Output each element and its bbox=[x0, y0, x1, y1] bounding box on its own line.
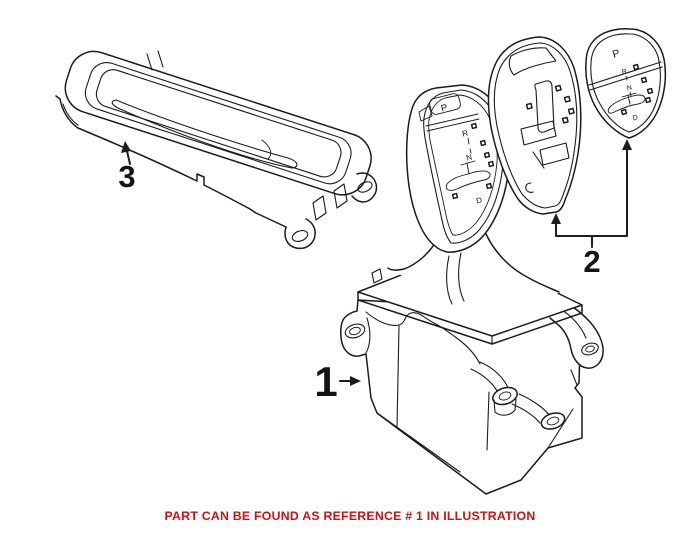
callout-3-number: 3 bbox=[118, 159, 135, 194]
neutral-marking: N bbox=[465, 152, 473, 162]
callout-3: 3 bbox=[118, 141, 136, 194]
drive-marking-cover: D bbox=[632, 114, 639, 122]
reverse-marking-cover: R bbox=[621, 68, 628, 76]
drive-marking: D bbox=[475, 195, 483, 205]
caption-text: PART CAN BE FOUND AS REFERENCE # 1 IN IL… bbox=[164, 509, 536, 523]
part-1-selector-assembly: P R N D bbox=[340, 84, 604, 495]
callout-2: 2 bbox=[551, 139, 632, 279]
neutral-marking-cover: N bbox=[626, 84, 633, 92]
part-2-cover-open bbox=[487, 36, 582, 215]
callout-1: 1 bbox=[314, 358, 361, 405]
park-marking-cover: P bbox=[611, 47, 621, 61]
knob-face: P R N D bbox=[418, 93, 495, 206]
callout-3-arrow bbox=[126, 150, 131, 165]
part-3-trim-cover bbox=[55, 50, 378, 250]
park-marking: P bbox=[440, 102, 449, 114]
part-2-cover-face: P R N D bbox=[585, 28, 667, 139]
callout-2-number: 2 bbox=[583, 244, 600, 279]
callout-1-number: 1 bbox=[314, 358, 337, 405]
reverse-marking: R bbox=[461, 128, 469, 138]
